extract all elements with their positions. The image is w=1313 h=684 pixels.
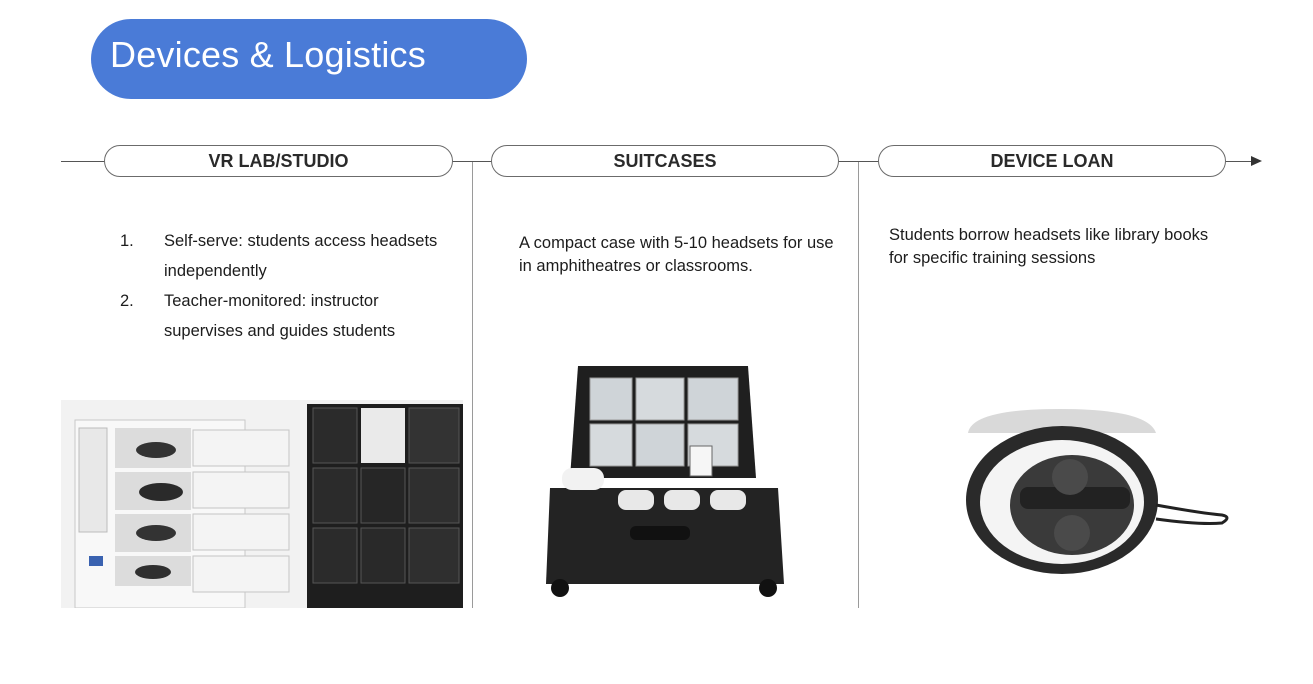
column-heading-suitcases: SUITCASES — [491, 145, 839, 177]
column-heading-device-loan: DEVICE LOAN — [878, 145, 1226, 177]
slide-title: Devices & Logistics — [110, 34, 426, 75]
vr-lab-list: 1. Self-serve: students access headsets … — [120, 226, 444, 346]
device-loan-description: Students borrow headsets like library bo… — [889, 226, 1209, 267]
headset-case-photo — [966, 409, 1229, 574]
column-divider — [472, 162, 473, 608]
column-heading-vr-lab: VR LAB/STUDIO — [104, 145, 453, 177]
timeline-arrow-icon — [1251, 156, 1262, 166]
suitcases-description: A compact case with 5-10 headsets for us… — [519, 234, 834, 275]
list-item: 2. Teacher-monitored: instructor supervi… — [120, 292, 396, 340]
column-divider — [858, 162, 859, 608]
headset-suitcase-photo — [546, 366, 784, 597]
title-banner — [91, 19, 527, 99]
list-item: 1. Self-serve: students access headsets … — [120, 232, 438, 280]
charging-locker-photo — [61, 400, 463, 608]
